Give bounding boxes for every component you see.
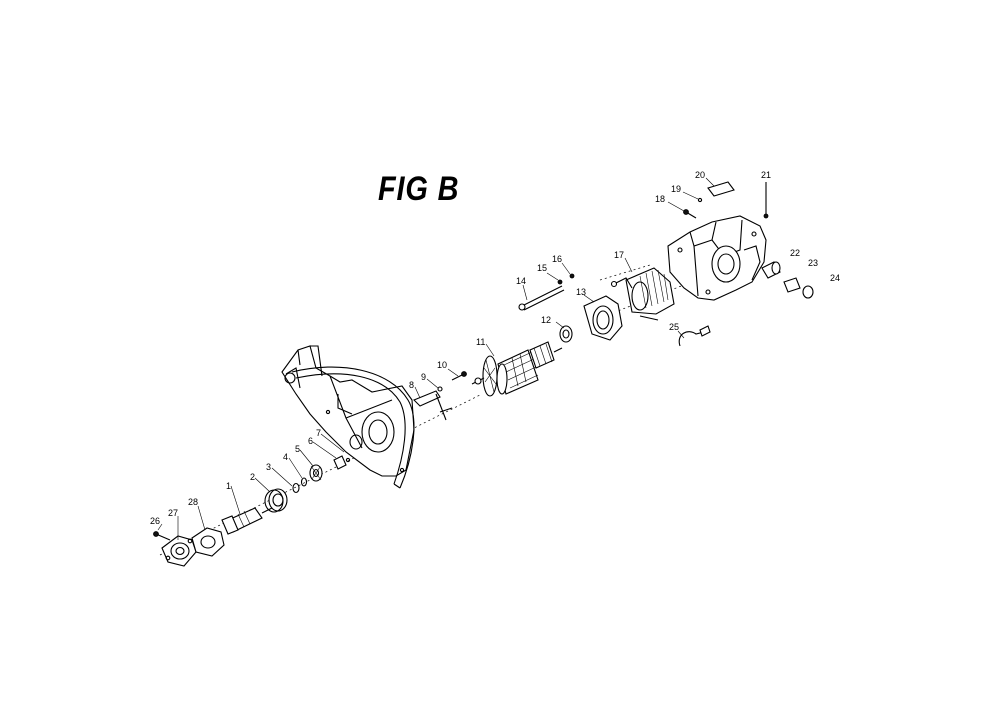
- callout-21: 21: [761, 170, 771, 180]
- callout-25: 25: [669, 322, 679, 332]
- part-10-screw: [451, 371, 467, 381]
- callout-27: 27: [168, 508, 178, 518]
- callout-24: 24: [830, 273, 840, 283]
- part-9-lockwasher: [437, 386, 443, 392]
- part-2-bearing: [264, 488, 288, 513]
- motor-housing: [667, 215, 767, 301]
- callout-20: 20: [695, 170, 705, 180]
- part-18-screw: [683, 209, 697, 219]
- part-1-spindle: [221, 507, 273, 535]
- callout-22: 22: [790, 248, 800, 258]
- part-16-nut: [569, 273, 575, 279]
- callout-23: 23: [808, 258, 818, 268]
- part-14-long-screw: [518, 285, 565, 311]
- callout-28: 28: [188, 497, 198, 507]
- part-12-bearing: [559, 325, 573, 343]
- part-4-washer: [300, 477, 308, 487]
- part-19-washer: [697, 197, 703, 203]
- callout-labels: 1 2 3 4 5 6 7 8 9 10 11 12 13 14 15 16 1…: [150, 170, 840, 526]
- callout-18: 18: [655, 194, 665, 204]
- blade-guard: [291, 366, 415, 489]
- callout-6: 6: [308, 436, 313, 446]
- callout-7: 7: [316, 428, 321, 438]
- brush-axis: [599, 264, 651, 281]
- part-22-strain-relief: [761, 261, 781, 279]
- callout-8: 8: [409, 380, 414, 390]
- callout-1: 1: [226, 481, 231, 491]
- part-6-needle-bearing: [333, 455, 347, 470]
- callout-5: 5: [295, 444, 300, 454]
- callout-17: 17: [614, 250, 624, 260]
- callout-12: 12: [541, 315, 551, 325]
- gear-case-housing: [281, 345, 415, 477]
- part-27-bearing-plate: [161, 535, 197, 567]
- part-15-washer: [557, 279, 563, 285]
- callout-15: 15: [537, 263, 547, 273]
- callout-2: 2: [250, 472, 255, 482]
- callout-13: 13: [576, 287, 586, 297]
- part-21-screw: [763, 182, 769, 219]
- part-25-wire-lead: [678, 325, 711, 347]
- part-23-connector: [783, 277, 801, 293]
- callout-10: 10: [437, 360, 447, 370]
- part-13-baffle: [583, 295, 623, 341]
- callout-4: 4: [283, 452, 288, 462]
- part-26-screw: [153, 531, 171, 541]
- callout-3: 3: [266, 462, 271, 472]
- part-24-plug: [802, 285, 814, 299]
- part-20-label-plate: [707, 181, 735, 197]
- figure-title: FIG B: [378, 170, 460, 208]
- part-3-retaining-ring: [292, 482, 300, 494]
- callout-14: 14: [516, 276, 526, 286]
- callout-9: 9: [421, 372, 426, 382]
- part-11-armature: [471, 341, 563, 397]
- leader-lines: [157, 177, 715, 540]
- part-17-field-coil: [610, 267, 675, 321]
- callout-19: 19: [671, 184, 681, 194]
- callout-26: 26: [150, 516, 160, 526]
- callout-16: 16: [552, 254, 562, 264]
- assembly-axis: [159, 254, 761, 556]
- part-5-gear: [309, 464, 323, 482]
- callout-11: 11: [476, 337, 485, 347]
- part-28-gasket: [191, 527, 225, 557]
- part-8-bracket: [413, 390, 453, 421]
